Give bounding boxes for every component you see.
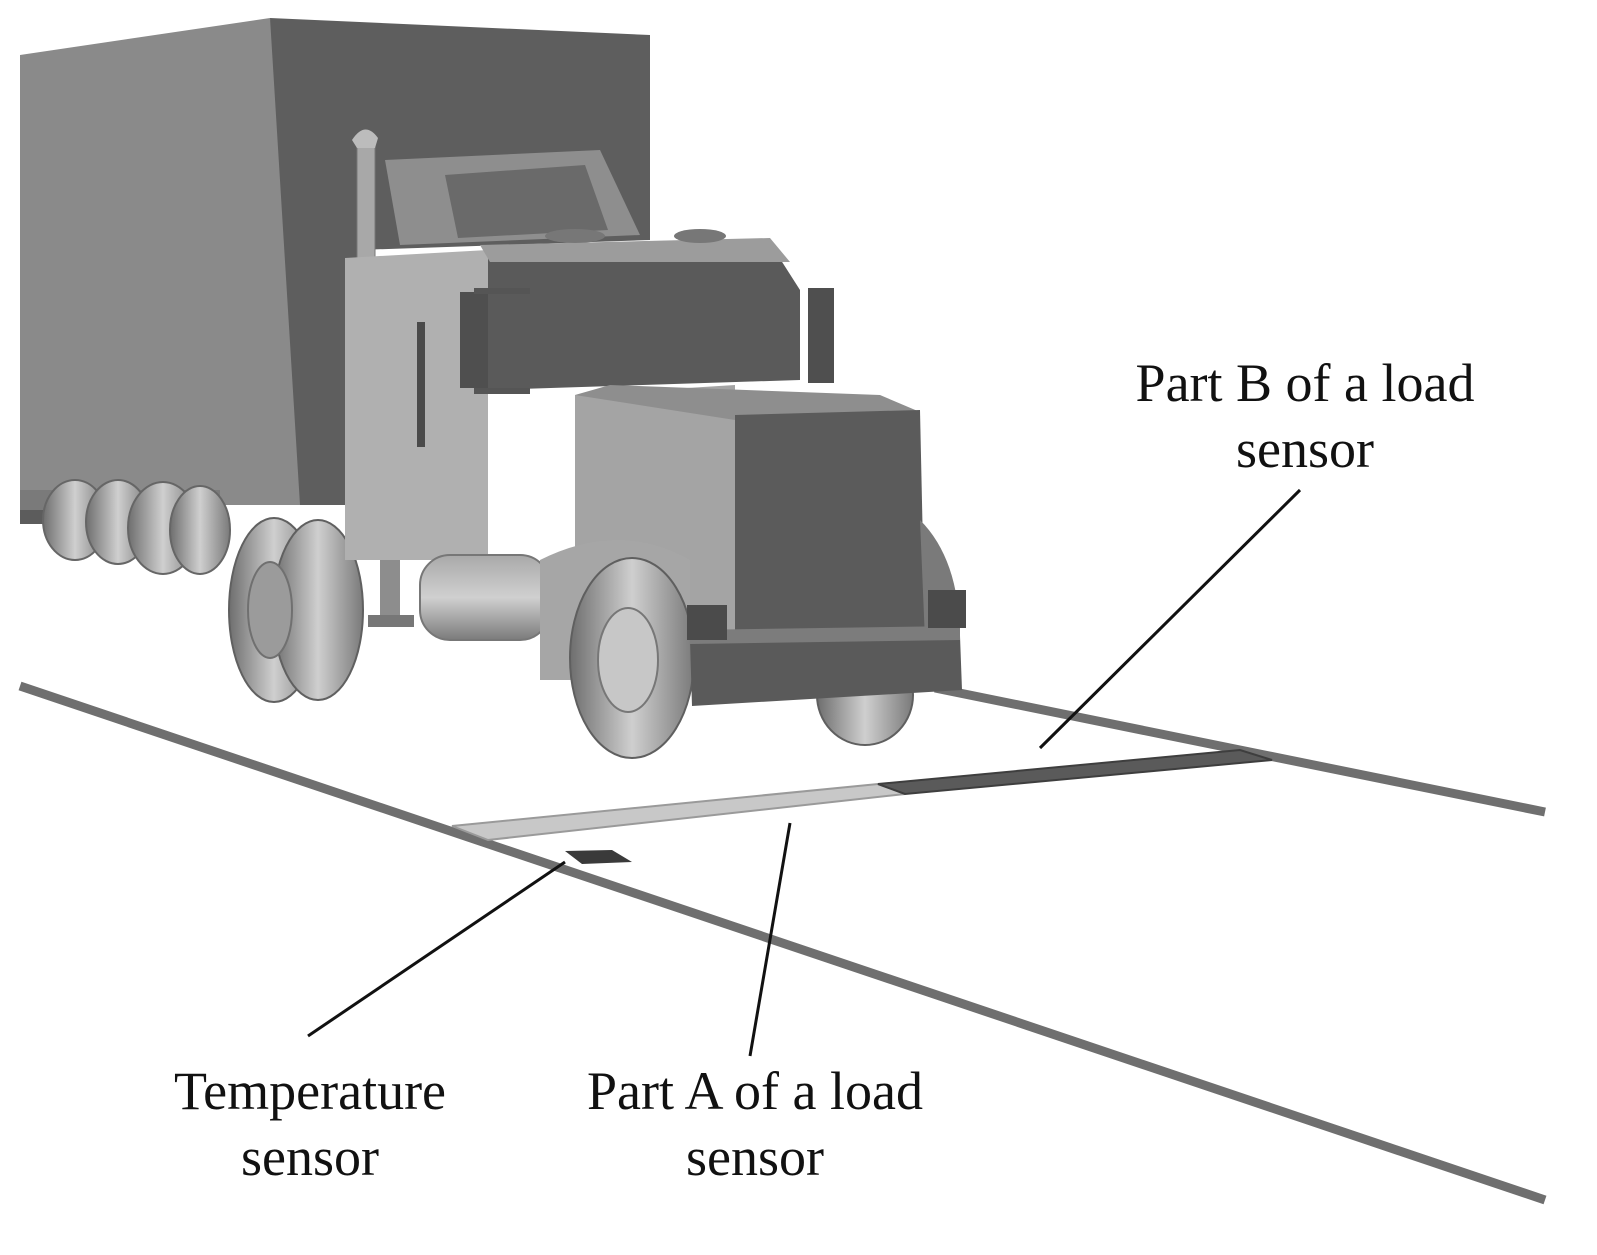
sensor-part-a bbox=[451, 782, 906, 842]
cab-front bbox=[488, 243, 800, 390]
front-bumper bbox=[690, 636, 962, 706]
air-horn-right bbox=[674, 229, 726, 243]
cab-side bbox=[345, 250, 488, 560]
part-b-label-line1: Part B of a load bbox=[1135, 353, 1475, 413]
temperature-label-line1: Temperature bbox=[173, 1061, 447, 1121]
trailer bbox=[20, 18, 650, 575]
leader-line-part-a bbox=[748, 822, 792, 1057]
roof-fairing-top bbox=[445, 165, 608, 238]
right-headlight bbox=[928, 590, 966, 628]
left-mirror bbox=[460, 292, 488, 388]
part-b-label-line2: sensor bbox=[1236, 419, 1374, 479]
hood-top bbox=[575, 385, 920, 420]
left-headlight bbox=[687, 605, 727, 640]
temperature-sensor-label: Temperature sensor bbox=[150, 1058, 470, 1190]
grille bbox=[735, 410, 925, 640]
leader-lines bbox=[307, 488, 1302, 1057]
fuel-tank bbox=[419, 554, 551, 641]
leader-line-part-b bbox=[1038, 488, 1302, 750]
part-b-label: Part B of a load sensor bbox=[1120, 350, 1490, 482]
air-horn-left bbox=[545, 229, 605, 243]
cab-front-top bbox=[480, 238, 790, 262]
load-sensor-strip bbox=[451, 748, 1273, 864]
landing-gear-foot bbox=[368, 615, 414, 627]
trailer-wheel-4 bbox=[169, 485, 231, 575]
front-wheel-hub bbox=[597, 607, 659, 713]
landing-gear bbox=[380, 555, 400, 625]
exhaust-tip bbox=[352, 129, 378, 148]
road-near-edge bbox=[18, 681, 1547, 1205]
part-a-label: Part A of a load sensor bbox=[575, 1058, 935, 1190]
door-handle bbox=[417, 322, 425, 447]
leader-line-temperature bbox=[307, 860, 566, 1038]
left-mirror-arm bbox=[474, 288, 530, 294]
drive-wheel-hub bbox=[247, 561, 293, 659]
tractor bbox=[228, 129, 966, 759]
part-a-label-line1: Part A of a load bbox=[587, 1061, 923, 1121]
temperature-label-line2: sensor bbox=[241, 1127, 379, 1187]
part-a-label-line2: sensor bbox=[686, 1127, 824, 1187]
left-mirror-arm-low bbox=[474, 388, 530, 394]
temperature-sensor bbox=[565, 850, 632, 864]
bumper-top bbox=[690, 626, 960, 644]
trailer-body-side bbox=[20, 18, 358, 505]
sensor-part-b bbox=[877, 748, 1273, 796]
right-mirror bbox=[808, 288, 834, 383]
